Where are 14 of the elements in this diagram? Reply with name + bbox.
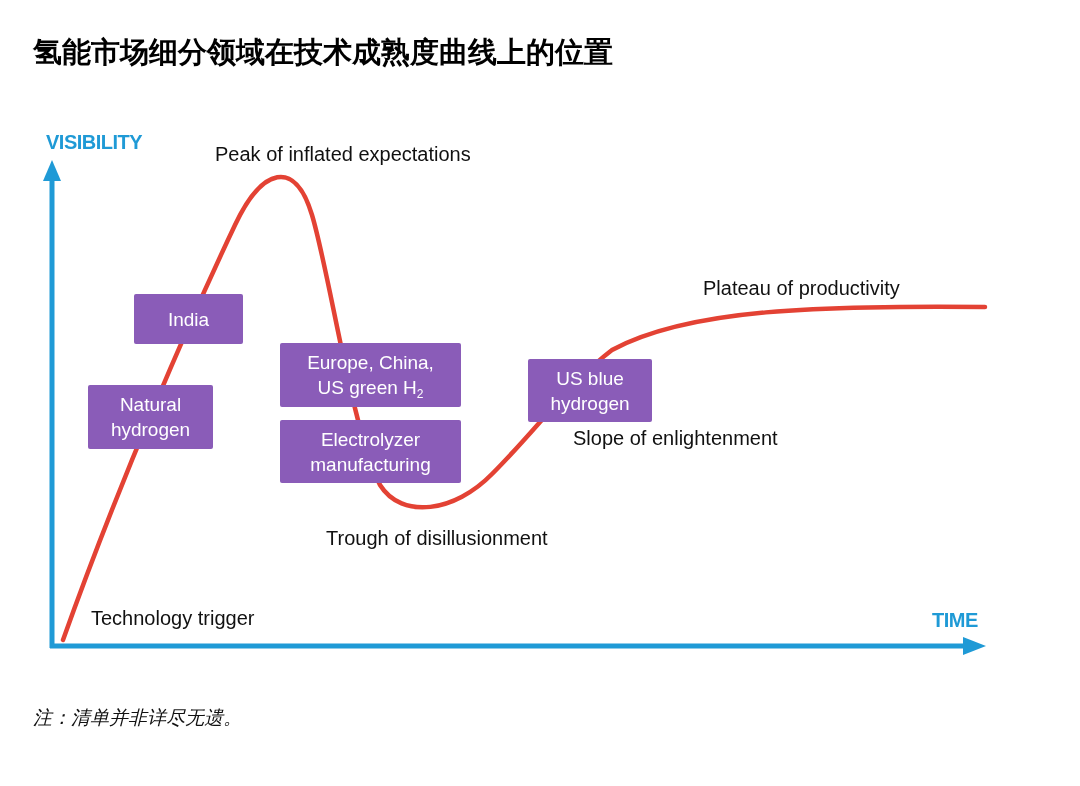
category-box: Natural hydrogen	[88, 385, 213, 449]
category-box: India	[134, 294, 243, 344]
phase-label: Technology trigger	[91, 606, 255, 630]
note-text: 注：清单并非详尽无遗。	[33, 706, 242, 730]
phase-label: Peak of inflated expectations	[215, 142, 471, 166]
phase-label: Trough of disillusionment	[326, 526, 548, 550]
phase-label: Slope of enlightenment	[573, 426, 778, 450]
axis-label: VISIBILITY	[46, 130, 143, 154]
title: 氢能市场细分领域在技术成熟度曲线上的位置	[33, 35, 613, 70]
axis-label: TIME	[932, 608, 978, 632]
category-box: Europe, China, US green H$_{2}$	[280, 343, 461, 407]
phase-label: Plateau of productivity	[703, 276, 900, 300]
category-box: Electrolyzer manufacturing	[280, 420, 461, 483]
category-box: US blue hydrogen	[528, 359, 652, 422]
